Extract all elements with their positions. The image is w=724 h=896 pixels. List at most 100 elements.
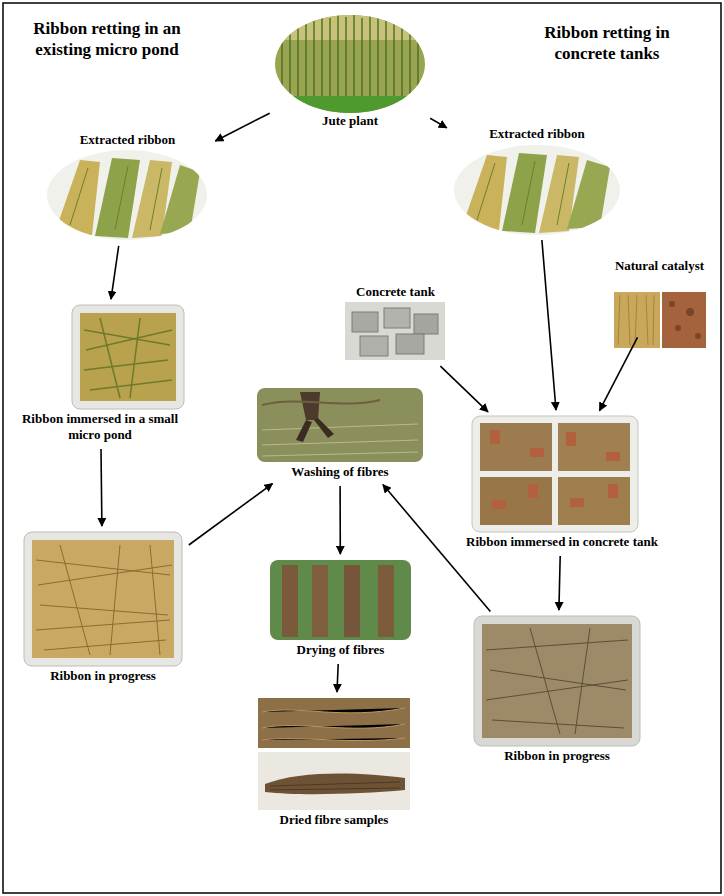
ribbon-progress-photo xyxy=(36,560,170,575)
dried-fibre-photo xyxy=(258,698,410,748)
flow-arrow xyxy=(215,113,269,141)
pond-immersion-photo xyxy=(100,318,120,398)
step-label: Extracted ribbon xyxy=(45,132,210,148)
jute-plant-photo xyxy=(393,19,394,100)
dried-fibre-photo xyxy=(270,782,400,790)
ribbon-progress-photo xyxy=(490,670,626,690)
natural-catalyst-photo xyxy=(628,295,630,345)
step-label: Dried fibre samples xyxy=(255,812,413,828)
natural-catalyst-photo xyxy=(675,325,681,331)
ribbon-progress-photo xyxy=(486,628,628,734)
jute-plant-photo xyxy=(401,16,402,100)
flow-arrow xyxy=(111,246,119,299)
ribbon-progress-photo xyxy=(36,545,172,655)
flow-arrow xyxy=(559,556,560,610)
photo-area xyxy=(612,274,707,332)
dried-fibre-photo xyxy=(262,708,405,741)
extracted-ribbon-photo xyxy=(452,143,622,238)
section-heading: Ribbon retting in an existing micro pond xyxy=(12,18,202,60)
step-label: Natural catalyst xyxy=(612,258,707,274)
photo-area xyxy=(45,148,210,240)
jute-plant-photo xyxy=(313,19,314,100)
drying-photo xyxy=(378,565,394,637)
photo-area xyxy=(275,15,425,113)
drying-photo xyxy=(282,565,298,637)
dried-fibre-photo xyxy=(258,752,410,810)
extracted-ribbon-photo xyxy=(557,163,569,225)
concrete-tank-photo xyxy=(360,336,388,356)
concrete-immersion-photo xyxy=(606,452,620,461)
concrete-tank-photo xyxy=(345,302,445,360)
natural-catalyst-photo xyxy=(618,295,620,345)
concrete-immersion-photo xyxy=(492,500,506,509)
extracted-ribbon-photo xyxy=(477,161,569,225)
outer-frame xyxy=(3,3,721,893)
jute-plant-photo xyxy=(289,18,290,100)
jute-plant-photo xyxy=(329,18,330,100)
photo-step: Ribbon immersed in concrete tank xyxy=(462,416,662,550)
extracted-ribbon-photo xyxy=(70,168,88,225)
step-label: Ribbon immersed in concrete tank xyxy=(462,534,662,550)
flow-arrow xyxy=(189,484,273,545)
concrete-tank-photo xyxy=(345,302,445,360)
drying-photo xyxy=(270,560,411,640)
step-label: Jute plant xyxy=(275,113,425,129)
extracted-ribbon-photo xyxy=(45,148,210,243)
concrete-immersion-photo xyxy=(530,448,544,457)
jute-plant-photo xyxy=(282,14,418,100)
dried-fibre-photo xyxy=(258,698,410,810)
ribbon-progress-photo xyxy=(575,628,590,734)
concrete-immersion-photo xyxy=(480,423,552,471)
flow-arrow xyxy=(100,449,103,526)
washing-photo xyxy=(257,388,423,462)
washing-photo xyxy=(262,400,380,405)
jute-plant-photo xyxy=(417,22,418,100)
pond-immersion-photo xyxy=(84,330,170,345)
photo-area xyxy=(22,532,184,668)
jute-plant-photo xyxy=(377,17,378,100)
pond-immersion-photo xyxy=(80,313,176,401)
photo-step: Concrete tank xyxy=(343,284,448,362)
concrete-tank-photo xyxy=(384,308,410,328)
natural-catalyst-photo xyxy=(618,295,654,345)
concrete-immersion-photo xyxy=(490,430,620,509)
photo-step: Ribbon in progress xyxy=(472,616,642,764)
step-label: Ribbon in progress xyxy=(22,668,184,684)
flow-arrow xyxy=(440,366,488,412)
ribbon-progress-photo xyxy=(60,545,90,655)
dried-fibre-photo xyxy=(262,724,405,728)
photo-area xyxy=(268,560,413,642)
jute-plant-photo xyxy=(361,18,362,100)
flow-arrow xyxy=(430,118,447,128)
flow-arrow xyxy=(337,664,338,692)
natural-catalyst-photo xyxy=(653,295,654,345)
photo-step: Drying of fibres xyxy=(268,560,413,658)
ribbon-progress-photo xyxy=(486,680,628,700)
pond-immersion-photo xyxy=(84,318,172,398)
extracted-ribbon-photo xyxy=(502,153,547,233)
ribbon-progress-photo xyxy=(110,545,120,655)
concrete-immersion-photo xyxy=(608,484,618,498)
ribbon-progress-photo xyxy=(36,620,170,630)
drying-photo xyxy=(344,565,360,637)
extracted-ribbon-photo xyxy=(70,166,162,230)
ribbon-progress-photo xyxy=(150,545,160,655)
concrete-immersion-photo xyxy=(480,477,552,525)
ribbon-progress-photo xyxy=(24,532,182,666)
ribbon-progress-photo xyxy=(474,616,640,746)
natural-catalyst-photo xyxy=(646,295,648,345)
jute-plant-photo xyxy=(337,14,338,100)
pond-immersion-photo xyxy=(130,318,140,398)
extracted-ribbon-photo xyxy=(477,163,495,220)
jute-plant-photo xyxy=(297,20,298,100)
washing-photo xyxy=(300,392,320,420)
photo-step: Dried fibre samples xyxy=(255,698,413,828)
extracted-ribbon-photo xyxy=(55,160,100,235)
photo-area xyxy=(472,616,642,748)
jute-plant-photo xyxy=(270,10,430,120)
photo-step: Extracted ribbon xyxy=(45,132,210,240)
natural-catalyst-photo xyxy=(662,292,706,348)
pond-immersion-photo xyxy=(72,305,184,409)
concrete-immersion-photo xyxy=(472,416,638,532)
